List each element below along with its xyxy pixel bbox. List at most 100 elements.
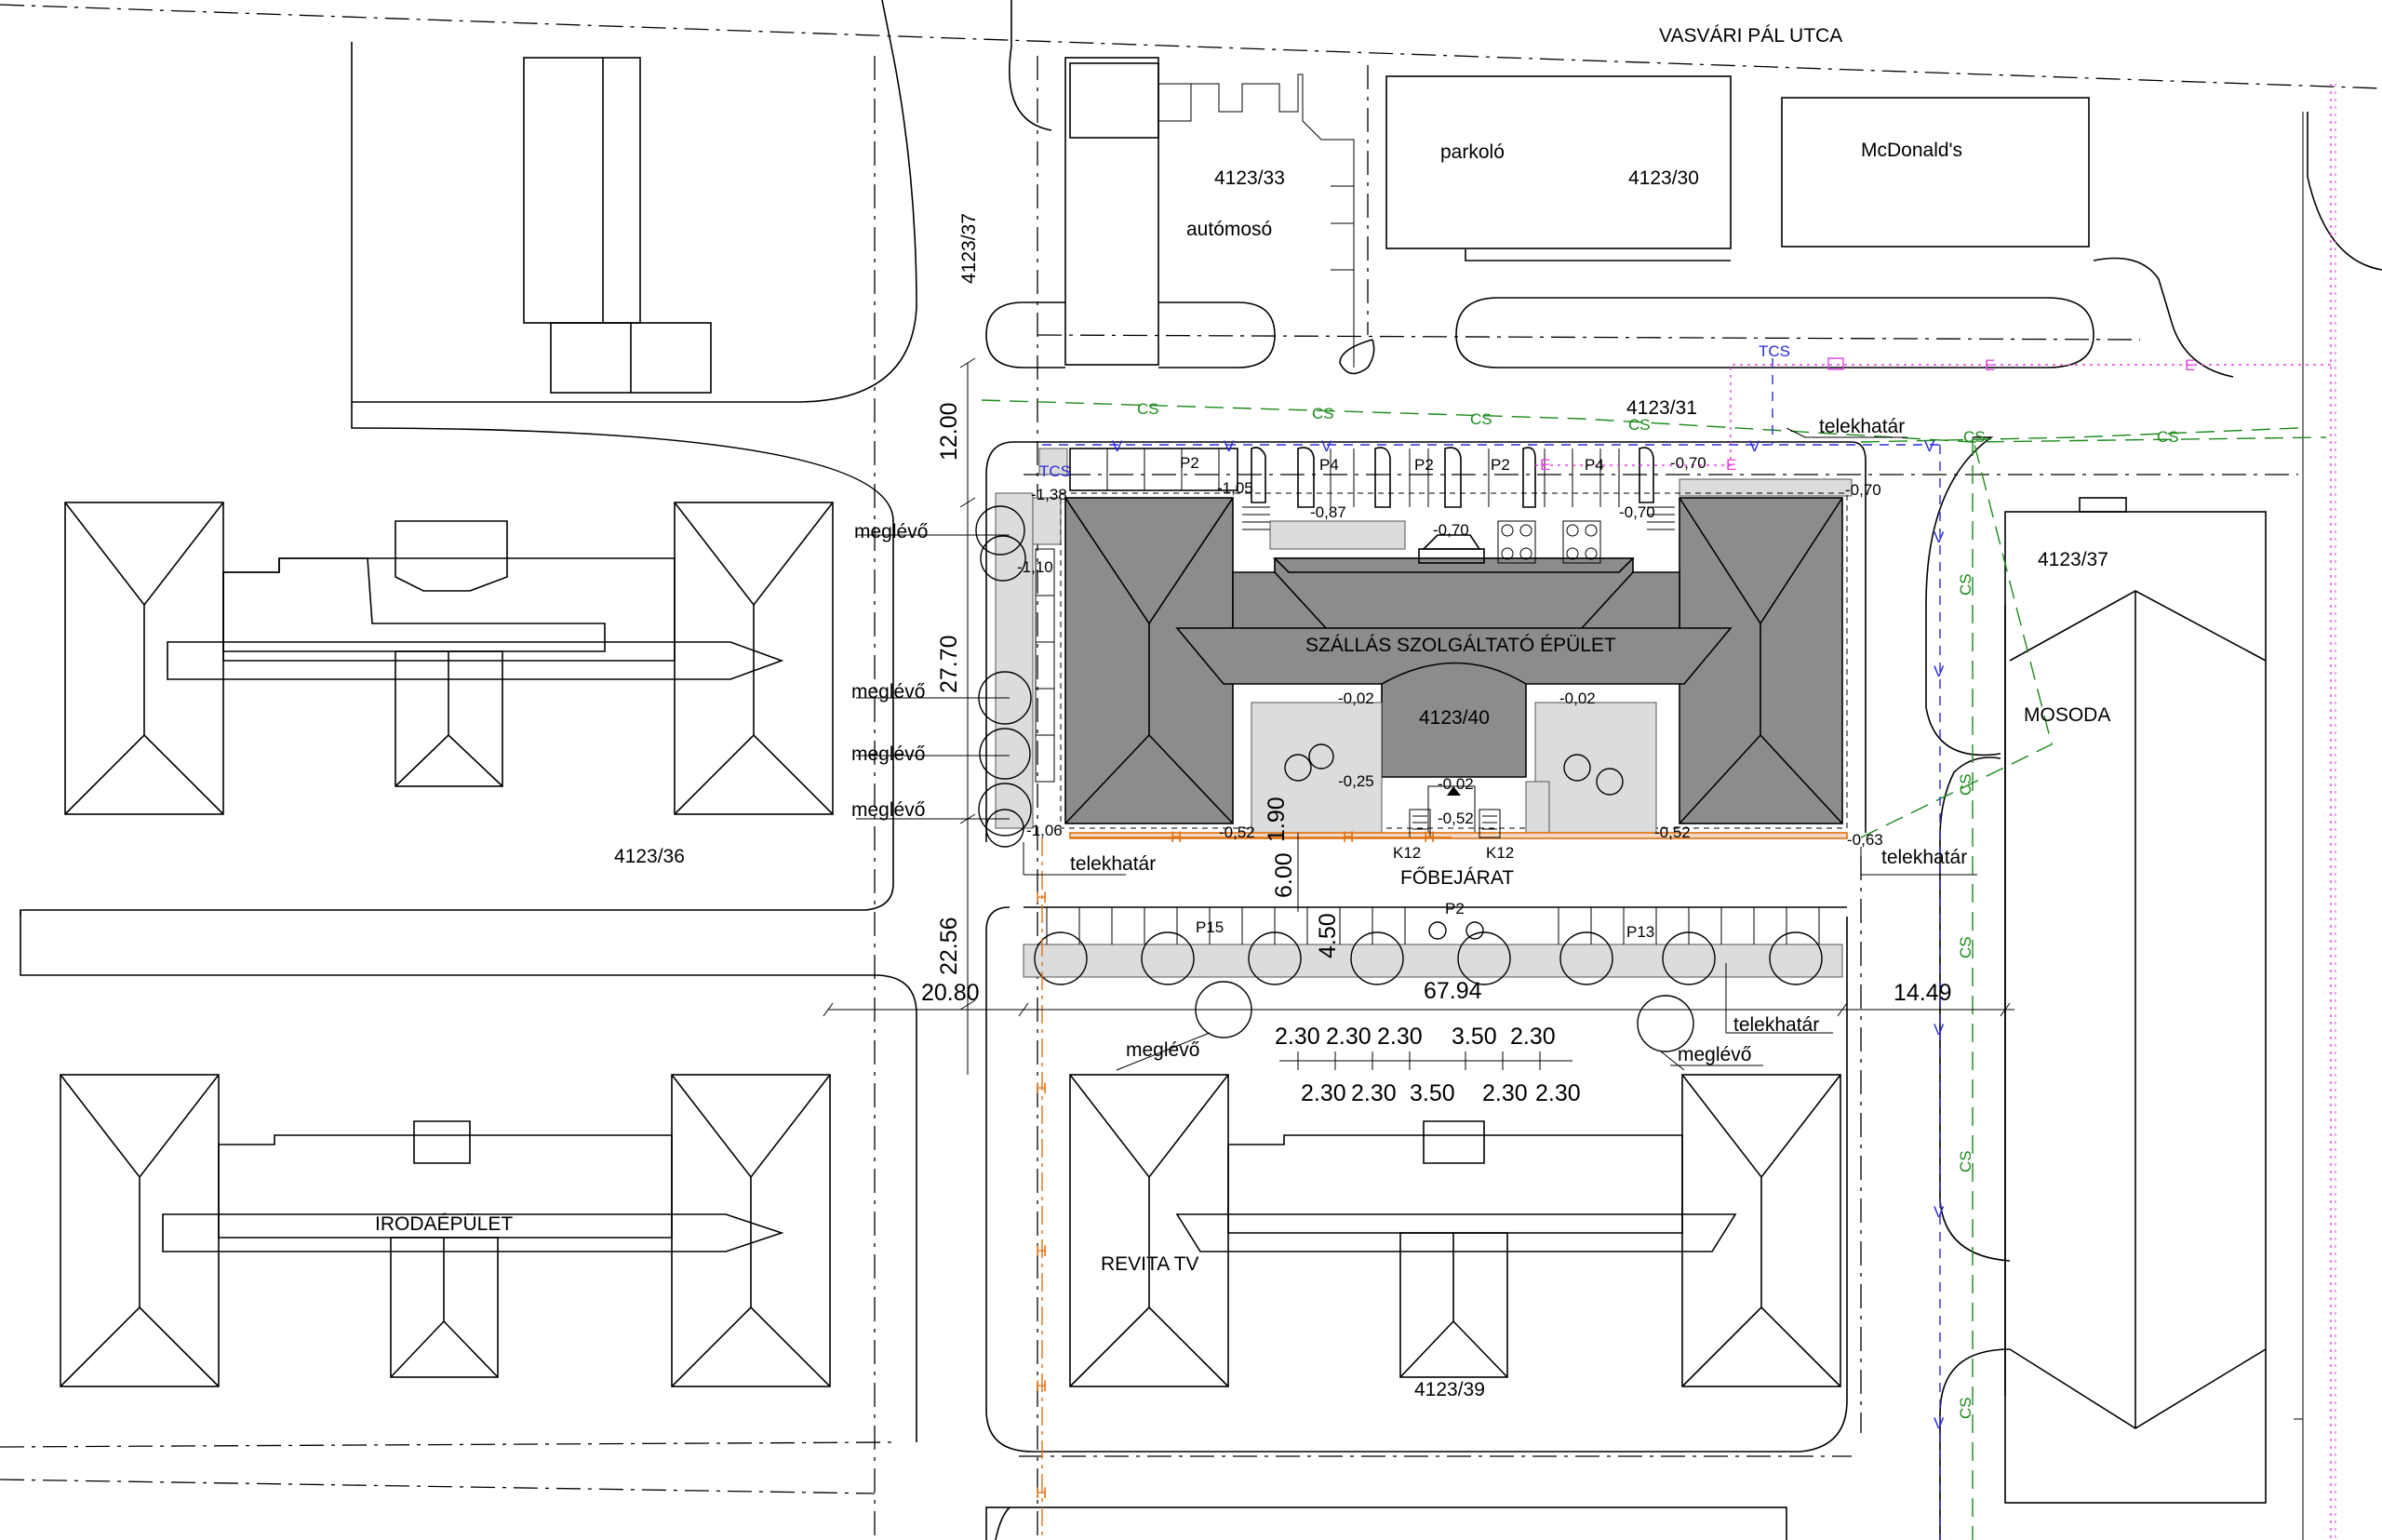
bike-rack-mark-k12-1: K12: [1393, 844, 1421, 862]
level-m002-1: -0,02: [1338, 690, 1374, 707]
parcel-4123-39: 4123/39: [1414, 1379, 1485, 1400]
dim-4-50: 4.50: [1315, 913, 1341, 958]
parking-mark-p4-1: P4: [1319, 456, 1339, 474]
dim-14-49: 14.49: [1894, 980, 1952, 1006]
heat-mark-6: H: [1171, 828, 1182, 846]
water-mark-6: V: [1934, 529, 1945, 546]
level-m106: -1,06: [1026, 822, 1063, 839]
dim-row1-3: 3.50: [1452, 1024, 1497, 1050]
parcel-4123-30: 4123/30: [1628, 167, 1699, 189]
top-left-building: [523, 57, 712, 394]
level-m105: -1,05: [1217, 479, 1253, 497]
utility-lines: [981, 84, 2336, 1540]
dim-row2-0: 2.30: [1301, 1080, 1346, 1106]
office-label: IRODAÉPÜLET: [375, 1213, 513, 1235]
level-m070-3: -0,70: [1670, 454, 1706, 472]
heat-mark-1: H: [1036, 889, 1047, 906]
existing-trees: [975, 505, 1823, 1052]
revita-building: [1069, 1074, 1841, 1387]
water-mark-9: V: [1934, 1203, 1945, 1221]
electric-mark-3: E: [1985, 356, 1995, 374]
sewer-mark-8: CS: [1957, 773, 1974, 796]
carwash-label: autómosó: [1186, 219, 1272, 240]
existing-tree-label-4: meglévő: [851, 799, 925, 821]
level-m070-4: -0,70: [1845, 481, 1881, 499]
dim-row2-2: 3.50: [1410, 1080, 1455, 1106]
electric-mark-1: E: [1540, 456, 1550, 474]
parking-block: [1385, 75, 2382, 378]
parcel-4123-37-top: 4123/37: [958, 213, 980, 284]
boundary-label-right: telekhatár: [1881, 847, 1967, 868]
parking-label: parkoló: [1440, 141, 1505, 163]
bike-rack-mark-k12-2: K12: [1486, 844, 1514, 862]
parking-mark-p2-1: P2: [1180, 454, 1199, 472]
office-building: [60, 1074, 831, 1387]
sewer-mark-11: CS: [1957, 1397, 1974, 1419]
level-m052-2: -0,52: [1219, 824, 1255, 841]
dim-12-00: 12.00: [936, 402, 962, 461]
water-mark-8: V: [1934, 1021, 1945, 1038]
laundry-label: MOSODA: [2024, 704, 2110, 726]
parcel-4123-37-right: 4123/37: [2038, 549, 2108, 570]
boundary-label-top: telekhatár: [1819, 416, 1905, 437]
top-parking-strip: [1038, 447, 1853, 508]
water-mark-3: V: [1321, 437, 1332, 455]
sewer-mark-1: CS: [1137, 400, 1159, 418]
front-parking: [1023, 906, 1847, 978]
level-m025: -0,25: [1338, 772, 1374, 790]
heat-mark-7: H: [1343, 828, 1354, 846]
existing-tree-label-6: meglévő: [1678, 1044, 1751, 1065]
boundary-label-left: telekhatár: [1070, 853, 1156, 875]
main-entrance-label: FŐBEJÁRAT: [1400, 867, 1514, 889]
sewer-mark-2: CS: [1312, 405, 1334, 422]
dim-row1-1: 2.30: [1326, 1024, 1372, 1050]
parking-mark-p15: P15: [1196, 918, 1224, 936]
heat-mark-4: H: [1036, 1377, 1047, 1395]
level-m002-2: -0,02: [1559, 690, 1596, 707]
level-m052-3: -0,52: [1654, 824, 1691, 841]
sewer-mark-3: CS: [1470, 410, 1492, 428]
sewer-mark-4: CS: [1628, 416, 1651, 434]
water-mark-10: V: [1934, 1414, 1945, 1432]
parking-mark-p2-4: P2: [1445, 900, 1465, 917]
heat-mark-2: H: [1036, 1079, 1047, 1097]
left-block-outline: [20, 402, 894, 917]
parking-mark-p2-2: P2: [1414, 456, 1434, 474]
dim-27-70: 27.70: [936, 635, 962, 693]
dim-20-80: 20.80: [921, 980, 980, 1006]
dim-row1-4: 2.30: [1510, 1024, 1556, 1050]
sewer-mark-7: CS: [1957, 573, 1974, 596]
heat-mark-8: H: [1424, 828, 1435, 846]
main-building-label: SZÁLLÁS SZOLGÁLTATÓ ÉPÜLET: [1305, 635, 1616, 656]
revita-label: REVITA TV: [1101, 1253, 1198, 1275]
level-m138: -1,38: [1031, 486, 1067, 503]
existing-tree-label-5: meglévő: [1126, 1039, 1199, 1061]
existing-tree-label-2: meglévő: [851, 681, 925, 703]
dim-row2-4: 2.30: [1535, 1080, 1581, 1106]
dimension-lines: [823, 357, 2014, 1075]
boundary-label-bottom: telekhatár: [1733, 1014, 1819, 1036]
electric-mark-4: E: [2185, 356, 2195, 374]
sewer-mark-9: CS: [1957, 936, 1974, 958]
mcdonalds-label: McDonald's: [1861, 140, 1962, 161]
dim-6-00: 6.00: [1271, 852, 1297, 898]
laundry-building: [1925, 436, 2267, 1540]
sewer-mark-10: CS: [1957, 1150, 1974, 1172]
main-building: [995, 492, 1848, 839]
level-m110: -1,10: [1017, 558, 1053, 576]
electric-mark-2: E: [1726, 456, 1736, 474]
courtyard-trees: [1284, 743, 1624, 796]
existing-tree-label-3: meglévő: [851, 743, 925, 765]
parcel-4123-36: 4123/36: [614, 846, 685, 867]
level-m087: -0,87: [1310, 503, 1346, 521]
left-road-band: [20, 910, 917, 1442]
tcs-mark-1: TCS: [1759, 342, 1790, 360]
water-mark-5: V: [1924, 437, 1935, 455]
level-m002-3: -0,02: [1438, 775, 1474, 793]
parcel-4123-33: 4123/33: [1214, 167, 1285, 189]
dim-1-90: 1.90: [1264, 797, 1290, 842]
level-m070-1: -0,70: [1433, 521, 1469, 539]
heat-mark-3: H: [1036, 1242, 1047, 1260]
